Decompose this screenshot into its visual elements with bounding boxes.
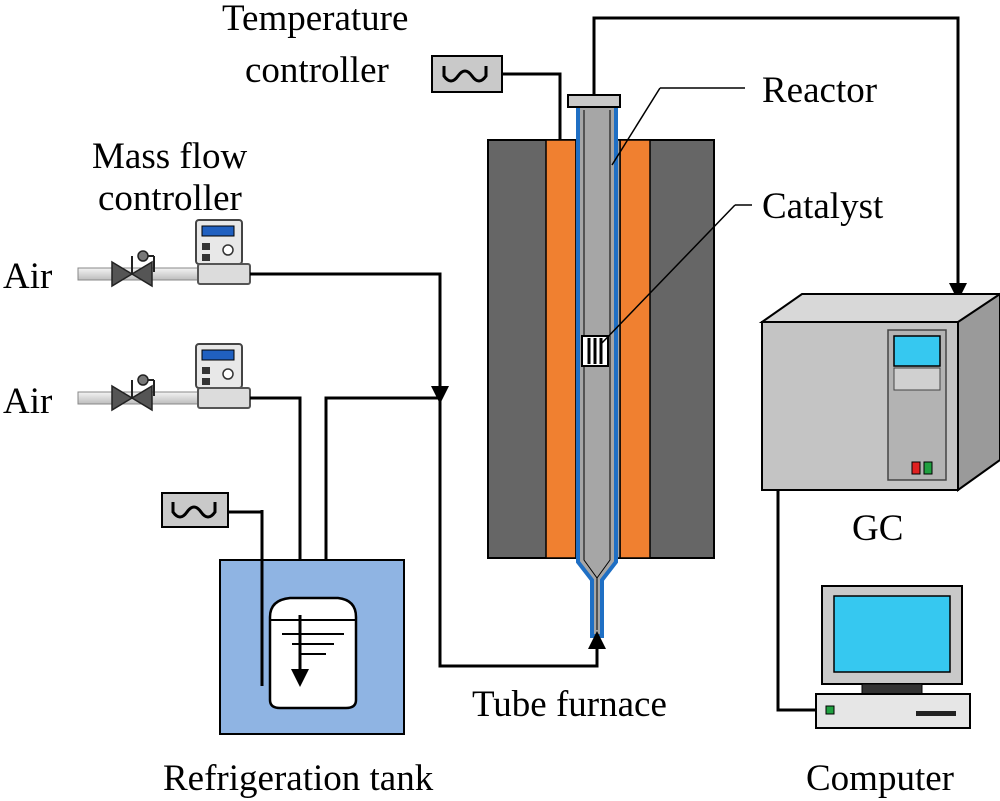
mfc-1-display [201, 225, 235, 237]
mfc-1-button [202, 243, 210, 250]
gc-keypad [893, 367, 941, 391]
reactor-label: Reactor [762, 70, 877, 111]
monitor-screen [833, 595, 951, 673]
mfc-1-knob [222, 244, 234, 256]
air-label-1: Air [3, 256, 52, 297]
computer [815, 585, 971, 729]
air-line-2-to-tank [250, 396, 302, 615]
catalyst-leader-line [599, 204, 736, 346]
catalyst-label: Catalyst [762, 186, 884, 227]
disk-drive-slot [916, 711, 956, 716]
air-label-2: Air [3, 381, 52, 422]
gc-led-red [911, 461, 921, 475]
gc-label: GC [852, 508, 903, 549]
reactor-leader-line [611, 87, 661, 166]
reactor-cap [567, 94, 621, 108]
gc-screen [893, 335, 941, 367]
tube-furnace-label: Tube furnace [472, 684, 667, 725]
mass-flow-controller-1 [195, 219, 251, 285]
mfc-2-display [201, 349, 235, 361]
monitor-stand [861, 683, 923, 695]
valve-1-actuator [137, 250, 149, 262]
gc-side-face [957, 292, 1000, 492]
valve-2-actuator [137, 374, 149, 386]
mass-flow-controller-2 [195, 343, 251, 409]
temperature-controller-label-line1: Temperature [222, 0, 408, 39]
saturated-vapor-line [317, 396, 440, 614]
mfc-1-button-2 [202, 254, 210, 261]
temperature-controller-tank [161, 492, 262, 528]
feed-line-to-reactor [438, 398, 606, 668]
refrigeration-tank [219, 510, 405, 735]
reactor-tube [567, 94, 621, 638]
mass-flow-controller-label-line2: controller [98, 178, 242, 219]
temperature-controller-label-line2: controller [245, 50, 389, 91]
gc-to-computer-cable [776, 490, 816, 712]
heating-element-left [545, 139, 577, 559]
mfc-2-button-2 [202, 378, 210, 385]
gas-chromatograph [758, 292, 1000, 492]
mfc-2-knob [222, 368, 234, 380]
air-line-2 [77, 343, 302, 615]
heating-element-right [619, 139, 651, 559]
mass-flow-controller-label-line1: Mass flow [92, 136, 247, 177]
mfc-1-base [197, 263, 251, 285]
outlet-line-to-gc [592, 16, 967, 301]
mfc-2-base [197, 387, 251, 409]
heater-wave-icon [442, 66, 488, 83]
air-line-1 [77, 219, 449, 404]
refrigeration-tank-label: Refrigeration tank [163, 758, 434, 799]
air-line-1-to-junction [250, 272, 449, 404]
gc-led-green [923, 461, 933, 475]
heater-wave-icon [171, 502, 217, 519]
mfc-2-button [202, 367, 210, 374]
computer-label: Computer [806, 758, 954, 799]
power-led [825, 705, 835, 715]
